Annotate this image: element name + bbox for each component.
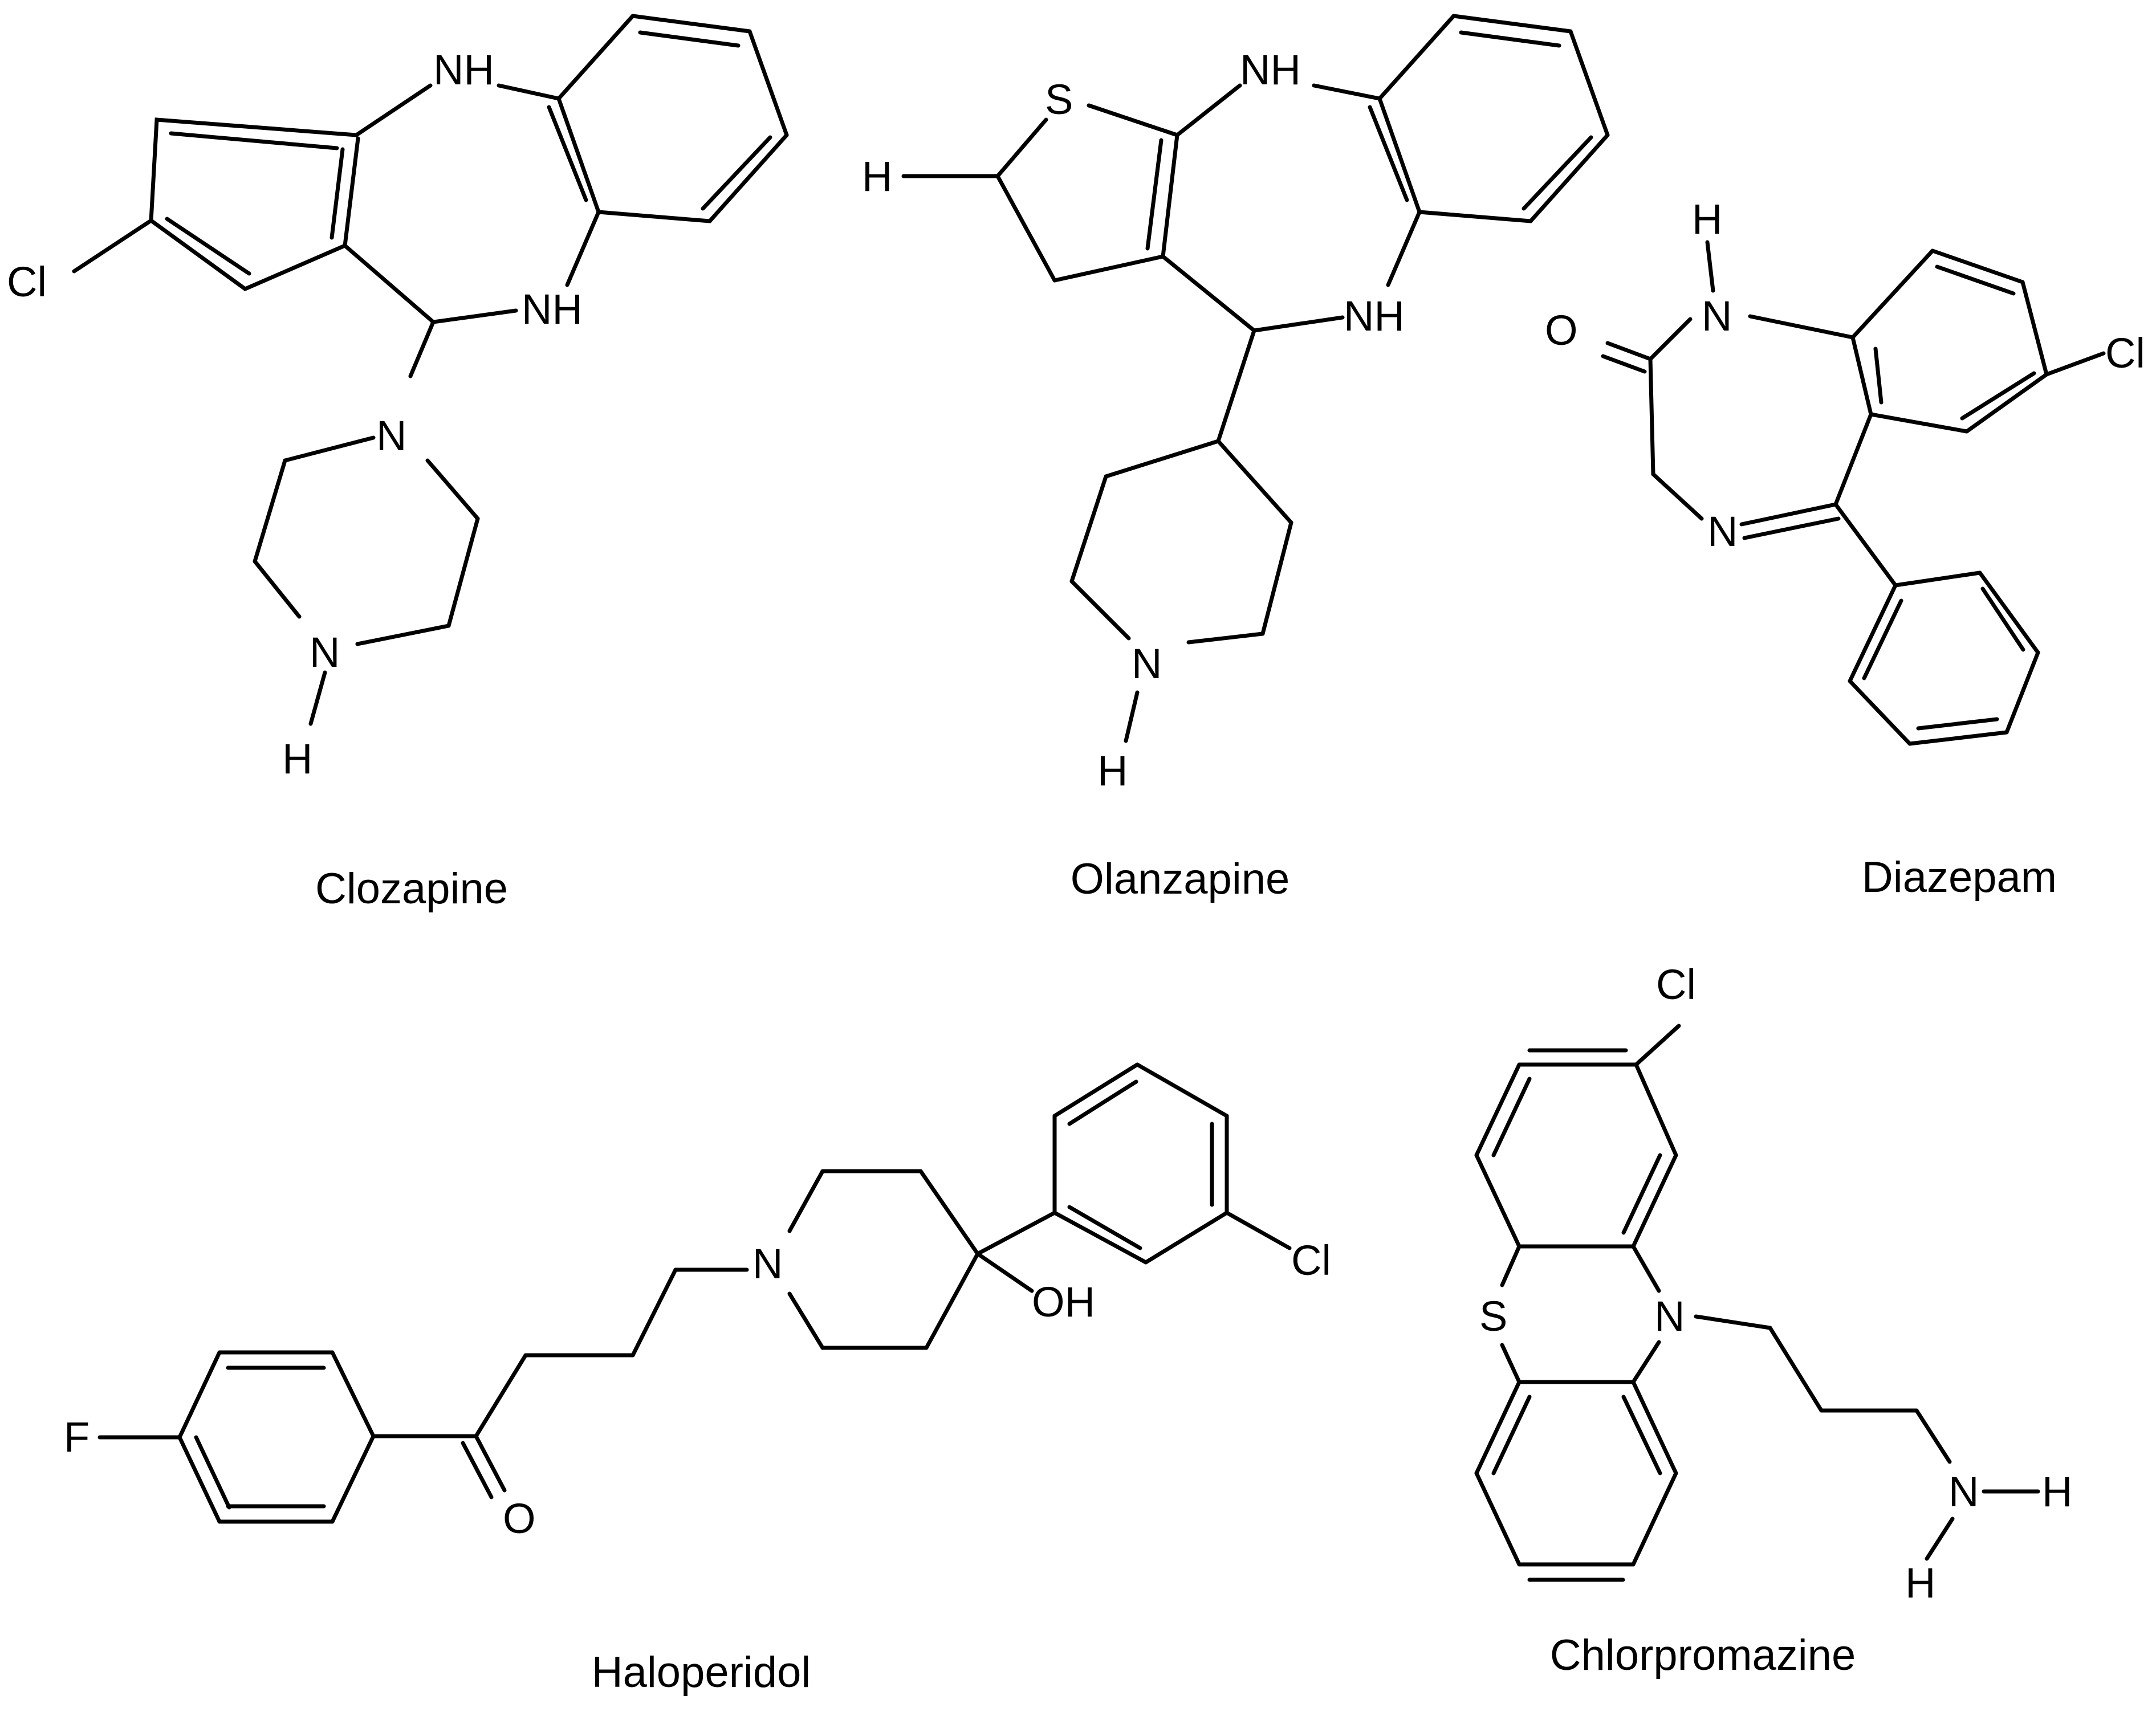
olanzapine-bonds xyxy=(901,14,1610,743)
olanzapine-nh-top-label: NH xyxy=(1240,46,1301,93)
chlorpromazine-atom-labels: Cl S N N H H xyxy=(1479,961,2072,1607)
chlorpromazine-bonds xyxy=(1474,1024,2040,1582)
haloperidol-o-label: O xyxy=(503,1495,536,1542)
chlorpromazine-h-bottom-label: H xyxy=(1905,1559,1935,1607)
chlorpromazine-n-label: N xyxy=(1654,1293,1685,1340)
diazepam-bonds xyxy=(1601,240,2106,746)
clozapine-name: Clozapine xyxy=(315,865,508,913)
clozapine-ring-n-label: N xyxy=(310,629,340,676)
clozapine-bonds xyxy=(72,14,789,726)
haloperidol-oh-label: OH xyxy=(1032,1278,1095,1326)
olanzapine-h-left-label: H xyxy=(862,153,892,200)
olanzapine-structure: S H NH NH N H Olanzapine xyxy=(862,14,1610,903)
olanzapine-name: Olanzapine xyxy=(1071,855,1290,903)
olanzapine-s-label: S xyxy=(1045,76,1073,123)
diazepam-h-label: H xyxy=(1692,195,1722,243)
diazepam-n4-label: N xyxy=(1707,508,1738,555)
olanzapine-h-label: H xyxy=(1097,747,1128,794)
chlorpromazine-amine-n-label: N xyxy=(1948,1468,1979,1515)
diazepam-o-label: O xyxy=(1545,307,1578,354)
clozapine-atom-labels: NH NH Cl N N H xyxy=(7,46,583,782)
clozapine-piperazine-n-label: N xyxy=(376,412,406,459)
diazepam-cl-label: Cl xyxy=(2105,329,2145,377)
chlorpromazine-name: Chlorpromazine xyxy=(1550,1631,1856,1680)
haloperidol-name: Haloperidol xyxy=(592,1648,811,1697)
diazepam-structure: H N O Cl N Diazepam xyxy=(1545,195,2145,902)
haloperidol-structure: F O N OH Cl Haloperidol xyxy=(64,1062,1331,1697)
chlorpromazine-cl-label: Cl xyxy=(1656,961,1696,1008)
diazepam-atom-labels: H N O Cl N xyxy=(1545,195,2145,555)
olanzapine-atom-labels: S H NH NH N H xyxy=(862,46,1405,794)
diazepam-name: Diazepam xyxy=(1862,853,2057,902)
chlorpromazine-s-label: S xyxy=(1479,1293,1507,1340)
chlorpromazine-h-right-label: H xyxy=(2042,1468,2072,1515)
haloperidol-bonds xyxy=(97,1062,1292,1524)
diazepam-n1-label: N xyxy=(1702,292,1732,340)
haloperidol-n-label: N xyxy=(752,1240,783,1287)
clozapine-nh-mid-label: NH xyxy=(522,286,583,333)
olanzapine-ring-n-label: N xyxy=(1132,640,1162,687)
olanzapine-nh-mid-label: NH xyxy=(1344,292,1405,340)
haloperidol-atom-labels: F O N OH Cl xyxy=(64,1237,1331,1542)
clozapine-structure: NH NH Cl N N H Clozapine xyxy=(7,14,789,913)
haloperidol-cl-label: Cl xyxy=(1291,1237,1331,1284)
haloperidol-f-label: F xyxy=(64,1413,90,1461)
chlorpromazine-structure: Cl S N N H H Chlorpromazine xyxy=(1474,961,2072,1680)
clozapine-nh-top-label: NH xyxy=(433,46,494,93)
clozapine-cl-label: Cl xyxy=(7,258,47,305)
clozapine-h-label: H xyxy=(282,735,312,782)
